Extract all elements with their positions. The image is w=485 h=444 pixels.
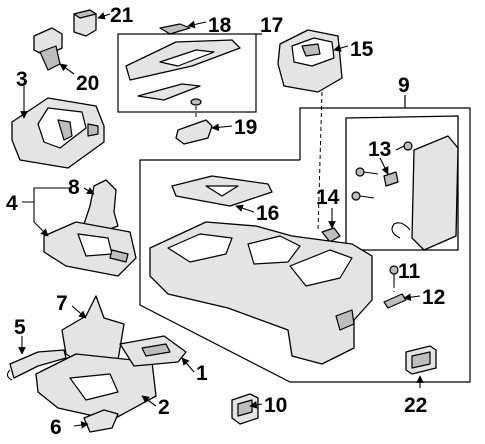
part-4-shift-panel xyxy=(43,221,137,277)
frame-17 xyxy=(117,33,257,113)
part-9-side-panel xyxy=(345,115,459,251)
callout-9: 9 xyxy=(398,74,410,97)
callout-17: 17 xyxy=(260,14,283,37)
part-12-clip xyxy=(383,293,407,309)
callout-10: 10 xyxy=(264,394,287,417)
part-10-bracket xyxy=(231,393,259,425)
callout-11: 11 xyxy=(398,260,421,283)
callout-13: 13 xyxy=(368,138,391,161)
part-19-cover xyxy=(175,119,213,145)
callout-7: 7 xyxy=(56,292,68,315)
part-14-clip xyxy=(321,227,341,243)
part-6-clip xyxy=(83,409,119,433)
callout-20: 20 xyxy=(76,72,99,95)
callout-15: 15 xyxy=(350,38,374,61)
part-15-cup-holder xyxy=(277,29,343,93)
part-11-screw xyxy=(389,265,399,284)
callout-19: 19 xyxy=(234,116,257,139)
callout-16: 16 xyxy=(256,202,279,225)
part-17-trim-plate xyxy=(125,39,241,106)
callout-6: 6 xyxy=(50,416,62,439)
part-16-console-tray xyxy=(171,175,273,207)
part-21-clip xyxy=(73,9,97,37)
leader-lines xyxy=(18,12,424,429)
part-22-switch xyxy=(405,345,437,375)
callout-1: 1 xyxy=(196,362,208,385)
callout-14: 14 xyxy=(316,186,340,209)
callout-4: 4 xyxy=(6,192,18,215)
callout-21: 21 xyxy=(110,4,134,27)
part-5-cable xyxy=(6,349,67,381)
callout-22: 22 xyxy=(404,394,427,417)
part-18-insert xyxy=(159,23,191,35)
callout-12: 12 xyxy=(422,286,445,309)
callout-3: 3 xyxy=(16,68,28,91)
console-body xyxy=(149,221,373,365)
part-2-shift-base xyxy=(35,353,157,421)
part-20-bulb xyxy=(33,27,63,71)
callout-5: 5 xyxy=(14,316,26,339)
callout-2: 2 xyxy=(158,396,170,419)
frame-9 xyxy=(139,107,471,383)
callout-18: 18 xyxy=(208,14,232,37)
guide-lines xyxy=(195,91,395,292)
part-13-screws xyxy=(351,141,413,201)
part-3-shift-indicator xyxy=(11,97,105,169)
callout-8: 8 xyxy=(68,176,80,199)
part-1-bracket xyxy=(119,335,187,367)
